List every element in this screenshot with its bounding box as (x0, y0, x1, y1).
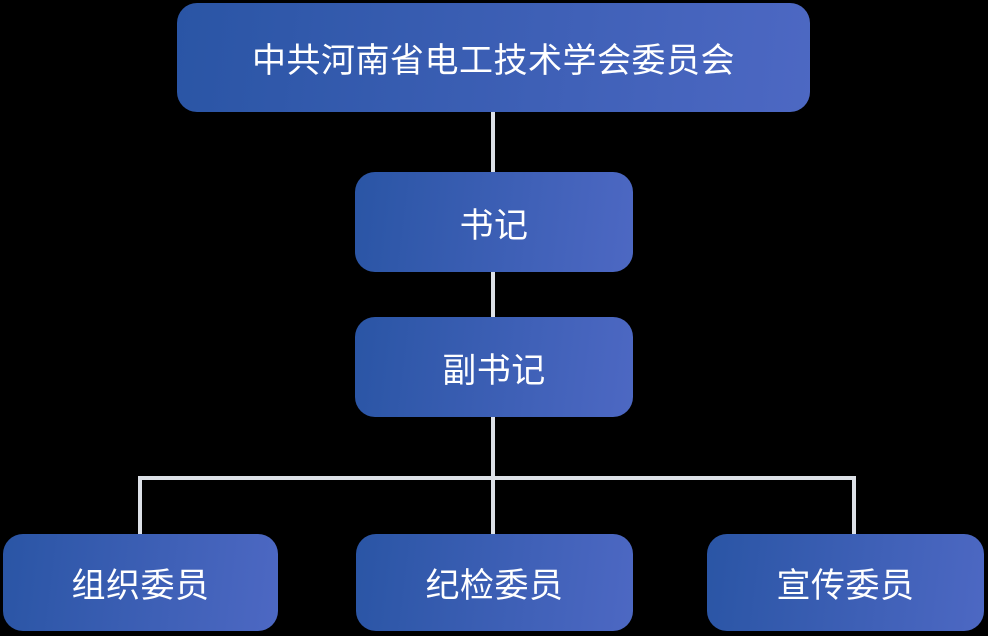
connector-deputy-to-branch-center (491, 417, 495, 534)
connector-branch-horizontal-bus (138, 476, 856, 480)
org-node-secretary: 书记 (355, 172, 633, 272)
org-node-deputy-secretary: 副书记 (355, 317, 633, 417)
org-node-organization-commissioner: 组织委员 (3, 534, 278, 631)
org-node-discipline-inspection-commissioner: 纪检委员 (356, 534, 633, 631)
org-node-publicity-commissioner: 宣传委员 (707, 534, 984, 631)
org-node-secretary-label: 书记 (459, 206, 529, 245)
connector-branch-drop-right (852, 476, 856, 534)
org-node-discipline-inspection-commissioner-label: 纪检委员 (425, 567, 564, 605)
connector-secretary-deputy (491, 272, 495, 317)
org-node-committee: 中共河南省电工技术学会委员会 (177, 3, 810, 112)
org-node-committee-label: 中共河南省电工技术学会委员会 (252, 42, 735, 80)
org-node-publicity-commissioner-label: 宣传委员 (776, 567, 915, 605)
org-node-organization-commissioner-label: 组织委员 (71, 567, 210, 605)
connector-committee-secretary (491, 112, 495, 172)
org-node-deputy-secretary-label: 副书记 (442, 351, 546, 390)
connector-branch-drop-left (138, 476, 142, 534)
